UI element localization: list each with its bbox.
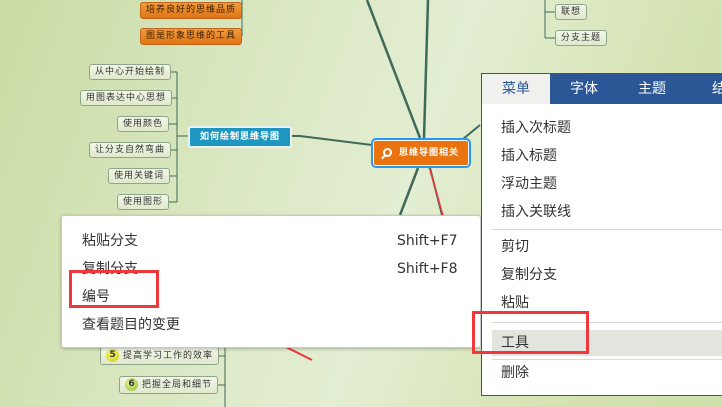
tab-menu[interactable]: 菜单 <box>482 74 550 104</box>
central-topic[interactable]: 思维导图相关 <box>371 138 472 168</box>
menu-divider <box>492 322 722 323</box>
mindmap-node[interactable]: 6 把握全局和细节 <box>119 376 219 394</box>
number-badge: 6 <box>125 378 138 391</box>
annotation-box-tools <box>472 311 589 354</box>
mindmap-node[interactable]: 使用图形 <box>117 194 170 210</box>
number-badge: 5 <box>106 349 119 362</box>
menu-item-delete[interactable]: 删除 <box>501 365 529 381</box>
menu-item-copy-branch[interactable]: 复制分支 <box>82 261 138 277</box>
shortcut-label: Shift+F8 <box>397 261 458 277</box>
tab-structure[interactable]: 结 <box>712 81 722 97</box>
mindmap-node[interactable]: 让分支自然弯曲 <box>89 142 172 158</box>
node-label: 提高学习工作的效率 <box>123 351 214 361</box>
menu-item-insert-relationship[interactable]: 插入关联线 <box>501 204 571 220</box>
menu-item-view-topic-changes[interactable]: 查看题目的变更 <box>82 317 180 333</box>
menu-item-paste-branch[interactable]: 粘贴分支 <box>82 233 138 249</box>
mindmap-node[interactable]: 从中心开始绘制 <box>89 64 172 80</box>
menu-item-copy-branch[interactable]: 复制分支 <box>501 267 557 283</box>
menu-item-paste[interactable]: 粘贴 <box>501 295 529 311</box>
mindmap-node[interactable]: 分支主题 <box>555 30 608 46</box>
branch-topic[interactable]: 如何绘制思维导图 <box>188 126 293 148</box>
mindmap-node[interactable]: 使用关键词 <box>108 168 171 184</box>
menu-item-floating-topic[interactable]: 浮动主题 <box>501 176 557 192</box>
menu-item-cut[interactable]: 剪切 <box>501 239 529 255</box>
menu-item-numbering[interactable]: 编号 <box>82 289 110 305</box>
menu-divider <box>492 229 722 230</box>
mindmap-node[interactable]: 图是形象思维的工具 <box>140 28 243 45</box>
menu-item-tools[interactable]: 工具 <box>501 335 529 351</box>
branch-context-menu: 粘贴分支 Shift+F7 复制分支 Shift+F8 编号 查看题目的变更 <box>61 215 481 348</box>
node-label: 把握全局和细节 <box>142 380 213 390</box>
menu-divider <box>492 359 722 360</box>
shortcut-label: Shift+F7 <box>397 233 458 249</box>
annotation-box-numbering <box>69 270 159 308</box>
mindmap-node[interactable]: 联想 <box>555 4 588 20</box>
tab-font[interactable]: 字体 <box>570 81 598 97</box>
tab-theme[interactable]: 主题 <box>638 81 666 97</box>
mindmap-node[interactable]: 5 提高学习工作的效率 <box>100 347 220 365</box>
mindmap-node[interactable]: 使用颜色 <box>117 116 170 132</box>
menu-item-insert-subtopic[interactable]: 插入次标题 <box>501 120 571 136</box>
mindmap-node[interactable]: 用图表达中心思想 <box>80 90 173 106</box>
central-topic-label: 思维导图相关 <box>399 148 460 158</box>
magnifier-icon <box>383 148 392 157</box>
menu-item-insert-topic[interactable]: 插入标题 <box>501 148 557 164</box>
right-menu-panel: 菜单 字体 主题 结 插入次标题 插入标题 浮动主题 插入关联线 剪切 复制分支… <box>481 73 722 396</box>
panel-tabs: 菜单 字体 主题 结 <box>482 74 722 104</box>
mindmap-node[interactable]: 培养良好的思维品质 <box>140 2 243 19</box>
